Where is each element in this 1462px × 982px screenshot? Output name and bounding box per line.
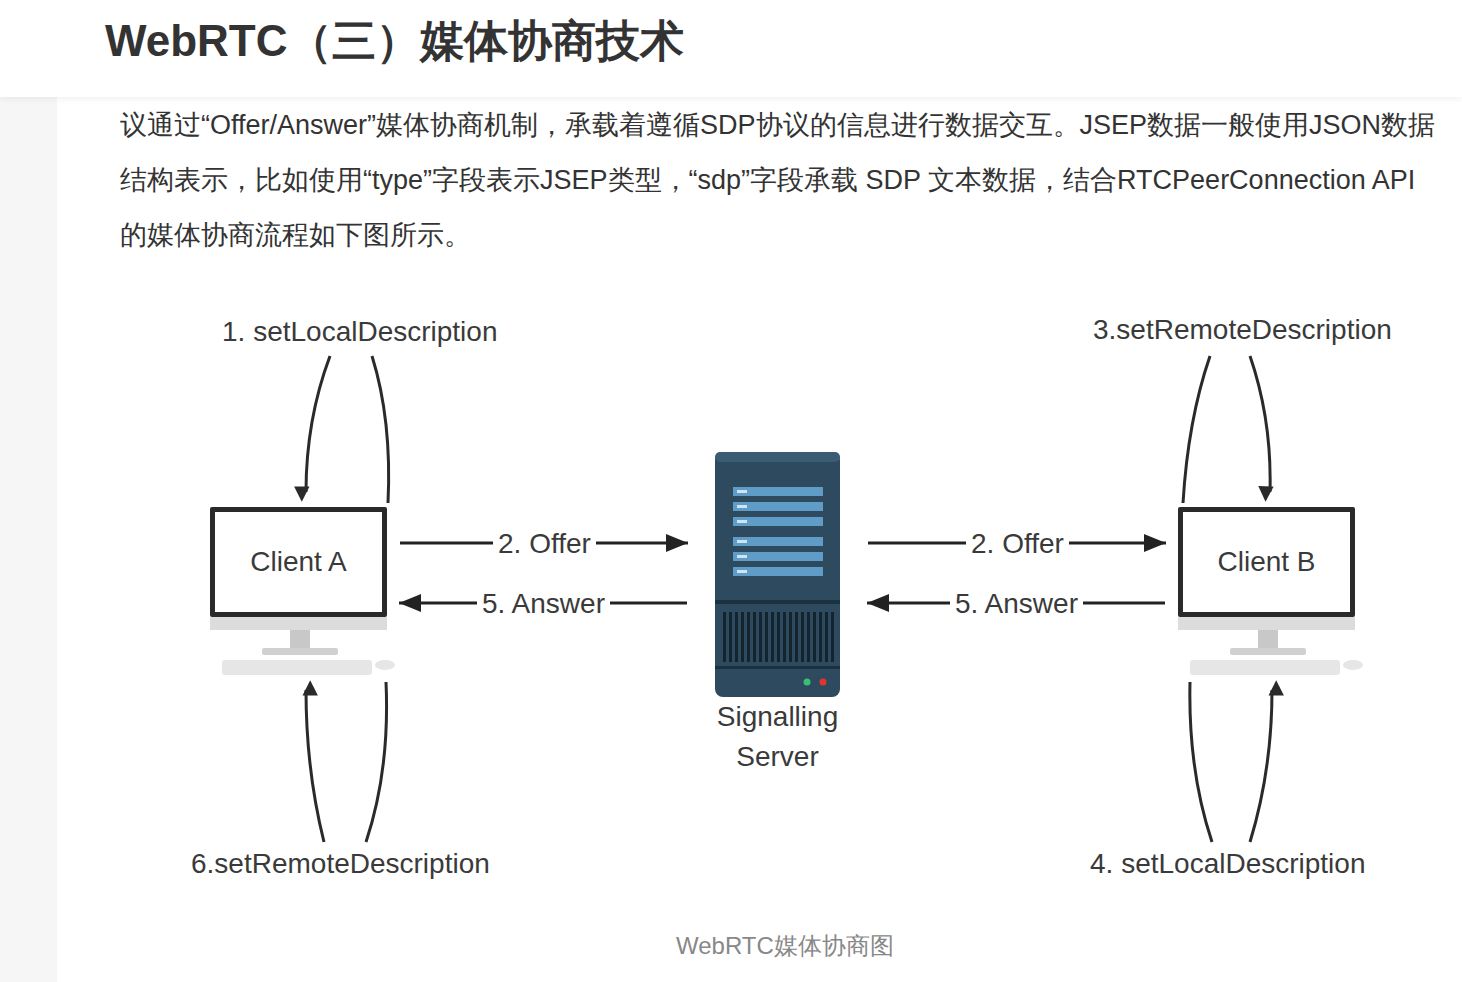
edge-label: 2. Offer (966, 527, 1069, 561)
node-label: Client A (250, 545, 347, 579)
server-node: Signalling Server (700, 452, 855, 777)
server-icon (715, 452, 840, 697)
step-label: 3.setRemoteDescription (1093, 313, 1392, 347)
node-label: Signalling Server (700, 697, 855, 777)
client-screen: Client B (1178, 507, 1355, 617)
client-screen: Client A (210, 507, 387, 617)
step-label: 4. setLocalDescription (1090, 847, 1365, 881)
arrow-head (867, 594, 889, 612)
monitor-stand (210, 617, 395, 675)
edge-label: 5. Answer (477, 587, 610, 621)
figure-caption: WebRTC媒体协商图 (676, 931, 894, 961)
arrow-head (399, 594, 421, 612)
edge-label: 2. Offer (493, 527, 596, 561)
side-strip (0, 0, 57, 982)
monitor-stand (1178, 617, 1363, 675)
arrow-head (1144, 534, 1166, 552)
body-paragraph: 议通过“Offer/Answer”媒体协商机制，承载着遵循SDP协议的信息进行数… (120, 98, 1442, 263)
loop-arrows (306, 356, 1272, 842)
node-label: Client B (1217, 545, 1315, 579)
page-title: WebRTC（三）媒体协商技术 (105, 14, 684, 68)
server-label: Signalling Server (700, 452, 855, 777)
arrow-head (666, 534, 688, 552)
edge-label: 5. Answer (950, 587, 1083, 621)
step-label: 1. setLocalDescription (222, 315, 497, 349)
step-label: 6.setRemoteDescription (191, 847, 490, 881)
